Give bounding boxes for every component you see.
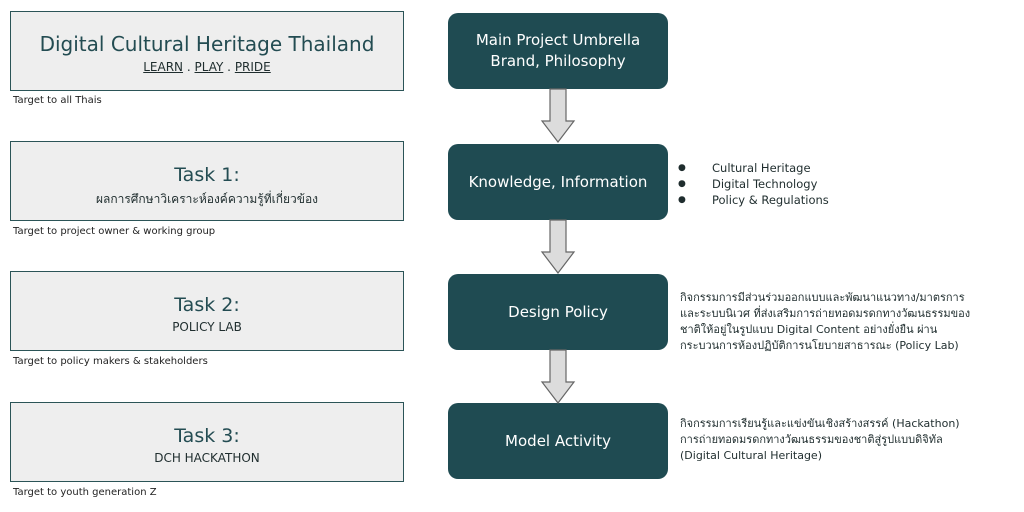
flow-line: Design Policy [508,302,608,321]
task-subtitle: ผลการศึกษาวิเคราะห์องค์ความรู้ที่เกี่ยวข… [95,192,319,206]
flow-line: Model Activity [505,431,611,450]
bullet-item: Cultural Heritage [678,160,829,176]
knowledge-bullet-list: Cultural Heritage Digital Technology Pol… [678,160,829,208]
down-arrow-icon [540,349,576,404]
desc-line: กระบวนการห้องปฏิบัติการนโยบายสาธารณะ (Po… [680,339,959,352]
task-target: Target to policy makers & stakeholders [13,356,208,367]
down-arrow-icon [540,88,576,143]
flow-line: Knowledge, Information [468,172,648,191]
tagline-pride: PRIDE [234,60,271,74]
task-box-2: Task 2: POLICY LAB [10,271,404,351]
desc-line: และระบบนิเวศ ที่ส่งเสริมการถ่ายทอดมรดกทา… [680,307,971,320]
task-box-1: Task 1: ผลการศึกษาวิเคราะห์องค์ความรู้ที… [10,141,404,221]
design-policy-description: กิจกรรมการมีส่วนร่วมออกแบบและพัฒนาแนวทาง… [680,290,970,354]
header-box: Digital Cultural Heritage Thailand LEARN… [10,11,404,91]
task-subtitle: POLICY LAB [172,320,242,334]
desc-line: (Digital Cultural Heritage) [680,449,822,462]
task-subtitle: DCH HACKATHON [154,451,260,465]
flow-box-main-project: Main Project Umbrella Brand, Philosophy [448,13,668,89]
flow-box-model-activity: Model Activity [448,403,668,479]
task-target: Target to youth generation Z [13,487,157,498]
tagline-sep-2: . [227,60,231,74]
desc-line: ชาติให้อยู่ในรูปแบบ Digital Content อย่า… [680,323,938,336]
bullet-item: Policy & Regulations [678,192,829,208]
header-title: Digital Cultural Heritage Thailand [39,32,375,56]
flow-line: Main Project Umbrella [475,31,641,49]
header-tagline: LEARN . PLAY . PRIDE [11,60,403,74]
desc-line: กิจกรรมการเรียนรู้และแข่งขันเชิงสร้างสรร… [680,417,960,430]
flow-line: Brand, Philosophy [490,52,626,70]
desc-line: การถ่ายทอดมรดกทางวัฒนธรรมของชาติสู่รูปแบ… [680,433,943,446]
flow-box-knowledge: Knowledge, Information [448,144,668,220]
desc-line: กิจกรรมการมีส่วนร่วมออกแบบและพัฒนาแนวทาง… [680,291,965,304]
task-title: Task 1: [174,164,240,186]
bullet-item: Digital Technology [678,176,829,192]
down-arrow-icon [540,219,576,274]
tagline-sep-1: . [186,60,191,74]
task-target: Target to project owner & working group [13,226,216,237]
task-title: Task 2: [174,294,240,316]
task-box-3: Task 3: DCH HACKATHON [10,402,404,482]
task-title: Task 3: [174,425,240,447]
header-target: Target to all Thais [13,95,102,106]
tagline-play: PLAY [194,60,224,74]
tagline-learn: LEARN [143,60,184,74]
flow-box-design-policy: Design Policy [448,274,668,350]
model-activity-description: กิจกรรมการเรียนรู้และแข่งขันเชิงสร้างสรร… [680,416,960,464]
